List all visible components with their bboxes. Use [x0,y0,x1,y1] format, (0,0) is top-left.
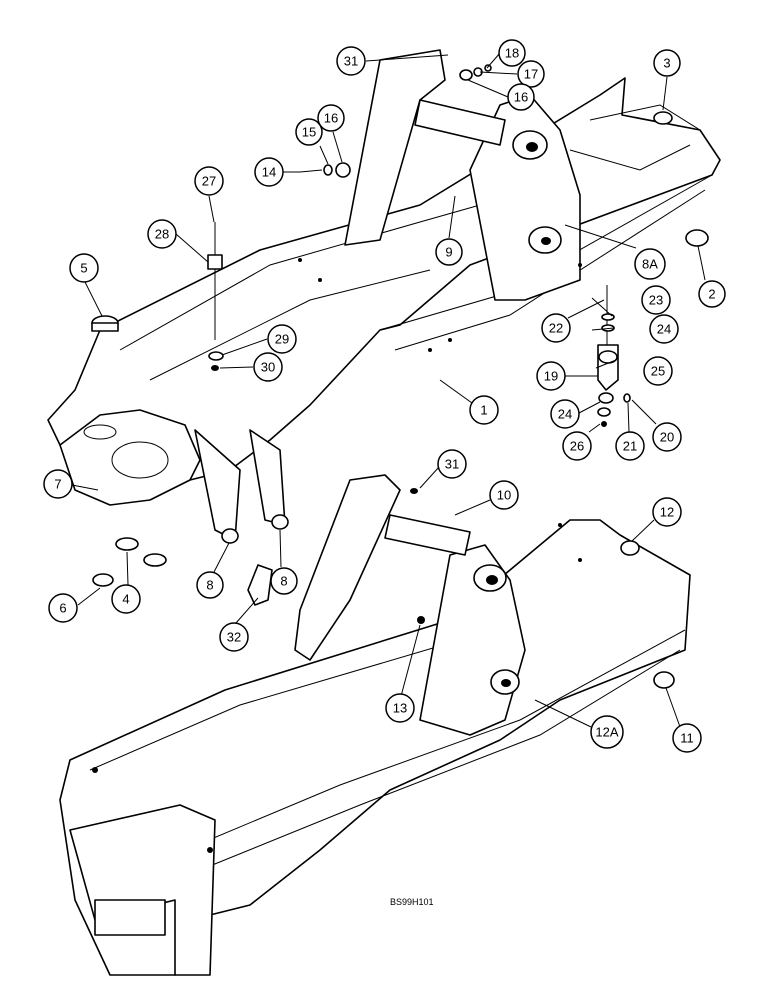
svg-text:24: 24 [657,322,671,337]
callout-3: 3 [653,49,681,77]
callout-27: 27 [194,166,224,196]
svg-text:2: 2 [708,287,715,302]
svg-text:25: 25 [651,364,665,379]
svg-text:13: 13 [393,701,407,716]
callout-13: 13 [385,693,415,723]
svg-text:12: 12 [660,505,674,520]
svg-text:24: 24 [558,407,572,422]
callout-12A: 12A [590,715,624,749]
callout-22: 22 [541,313,571,343]
svg-text:8A: 8A [642,257,658,272]
upper-frame-assembly [47,49,721,541]
svg-text:30: 30 [261,360,275,375]
callout-21: 21 [615,431,645,461]
callout-15: 15 [295,118,323,146]
callout-18: 18 [498,39,526,67]
svg-text:3: 3 [663,56,670,71]
callout-28: 28 [147,219,177,249]
callouts: 31 18 17 16 3 16 15 14 27 28 9 8A 2 5 29… [43,39,726,753]
callout-16: 16 [507,83,535,111]
callout-14: 14 [254,157,284,187]
svg-text:15: 15 [302,125,316,140]
callout-32: 32 [219,622,249,652]
callout-24: 24 [550,399,580,429]
callout-17: 17 [517,60,545,88]
svg-text:14: 14 [262,165,276,180]
svg-text:8: 8 [280,574,287,589]
svg-text:31: 31 [344,54,358,69]
callout-10: 10 [489,480,519,510]
callout-11: 11 [672,723,702,753]
svg-text:29: 29 [275,332,289,347]
svg-text:32: 32 [227,630,241,645]
callout-6: 6 [48,593,78,623]
svg-text:10: 10 [497,488,511,503]
svg-text:27: 27 [202,174,216,189]
svg-text:20: 20 [660,430,674,445]
callout-31: 31 [437,449,467,479]
svg-text:22: 22 [549,321,563,336]
svg-text:1: 1 [480,403,487,418]
callout-8A: 8A [634,248,666,280]
lower-loose-parts [410,488,675,689]
svg-text:6: 6 [59,601,66,616]
drawing-code: BS99H101 [390,897,434,907]
svg-text:11: 11 [680,731,694,746]
svg-text:28: 28 [155,227,169,242]
callout-7: 7 [43,469,73,499]
callout-8: 8 [196,571,224,599]
callout-9: 9 [435,238,463,266]
leader-lines [71,52,706,739]
svg-text:7: 7 [54,477,61,492]
svg-text:16: 16 [514,90,528,105]
svg-text:8: 8 [206,578,213,593]
svg-text:9: 9 [445,245,452,260]
lower-frame-assembly [59,474,691,976]
svg-text:23: 23 [649,293,663,308]
callout-19: 19 [536,361,566,391]
callout-29: 29 [267,324,297,354]
svg-text:12A: 12A [595,725,618,740]
callout-2: 2 [698,280,726,308]
callout-16: 16 [317,104,345,132]
callout-25: 25 [643,356,673,386]
callout-30: 30 [253,352,283,382]
svg-text:19: 19 [544,369,558,384]
svg-text:4: 4 [122,592,129,607]
callout-1: 1 [469,395,499,425]
callout-20: 20 [652,422,682,452]
svg-text:26: 26 [570,439,584,454]
callout-5: 5 [69,253,99,283]
callout-12: 12 [652,497,682,527]
callout-31: 31 [336,46,366,76]
svg-text:16: 16 [324,111,338,126]
callout-23: 23 [641,285,671,315]
callout-4: 4 [111,584,141,614]
svg-text:5: 5 [80,261,87,276]
svg-text:17: 17 [524,67,538,82]
callout-8: 8 [270,567,298,595]
svg-text:21: 21 [623,439,637,454]
svg-text:31: 31 [445,457,459,472]
svg-text:18: 18 [505,46,519,61]
callout-26: 26 [562,431,592,461]
upper-loose-parts [91,64,709,606]
callout-24: 24 [649,314,679,344]
